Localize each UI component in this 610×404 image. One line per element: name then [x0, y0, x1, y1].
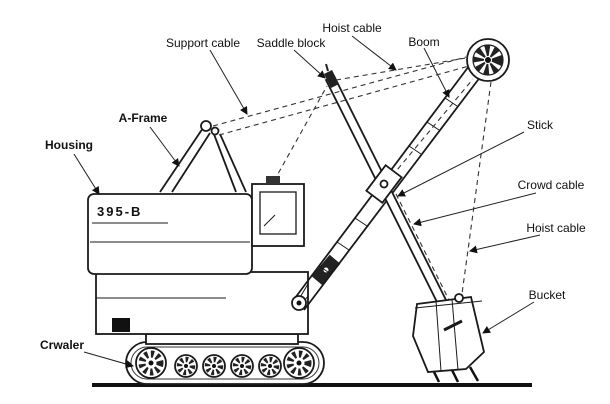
leader-saddle-block: [293, 49, 326, 79]
leader-hoist-cable-right: [469, 234, 541, 254]
leader-lines: [73, 35, 541, 368]
leader-boom: [423, 47, 450, 98]
hoist-cable-line: [335, 57, 467, 81]
label-bucket: Bucket: [529, 288, 566, 302]
hoist-cable-line: [391, 78, 474, 177]
label-boom: Boom: [408, 35, 439, 49]
label-crowd-cable: Crowd cable: [518, 178, 585, 192]
saddle-block-part: [365, 163, 403, 205]
crawler-track: [125, 341, 325, 385]
leader-hoist-cable-top: [351, 35, 397, 71]
track-roller: [258, 354, 282, 378]
boom-foot-pivot: [291, 295, 307, 311]
track-roller: [202, 354, 226, 378]
boom-point-sheave: [466, 38, 510, 82]
bucket-tooth: [432, 371, 441, 383]
label-model-number: 395-B: [97, 204, 142, 219]
a-frame-structure: [159, 120, 247, 193]
hoist-cable-line: [460, 81, 492, 302]
leader-crawler: [83, 351, 134, 368]
label-housing: Housing: [45, 138, 93, 152]
support-cable-line: [212, 56, 467, 127]
sprocket-wheel: [283, 347, 315, 379]
bucket-bail: [454, 293, 464, 303]
support-cable-line: [218, 65, 470, 136]
sprocket-wheel: [135, 347, 167, 379]
housing-step: [112, 318, 130, 332]
leader-support-cable: [209, 49, 248, 115]
label-hoist-cable-right: Hoist cable: [526, 221, 586, 235]
leader-bucket: [482, 301, 535, 334]
cables: [212, 56, 492, 319]
leader-a-frame: [149, 126, 180, 167]
bucket-part: [412, 293, 485, 383]
leader-crowd-cable: [413, 192, 537, 227]
labels: Support cable Saddle block Hoist cable B…: [40, 21, 586, 352]
label-hoist-cable-top: Hoist cable: [322, 21, 382, 35]
track-roller: [174, 354, 198, 378]
turntable-base: [145, 333, 299, 345]
track-roller: [230, 354, 254, 378]
hoist-cable-line: [273, 85, 328, 182]
label-support-cable: Support cable: [166, 36, 240, 50]
bucket-tooth: [450, 369, 460, 383]
stick-end-block: [323, 69, 340, 89]
housing-body: [87, 176, 309, 335]
leader-stick: [397, 131, 525, 197]
label-saddle-block: Saddle block: [257, 36, 327, 50]
bucket-tooth: [468, 366, 480, 382]
operator-cab: [251, 176, 305, 247]
stick-member: [323, 63, 460, 330]
label-stick: Stick: [527, 118, 554, 132]
leader-housing: [73, 153, 100, 195]
label-a-frame: A-Frame: [119, 111, 168, 125]
label-crawler: Crwaler: [40, 338, 84, 352]
